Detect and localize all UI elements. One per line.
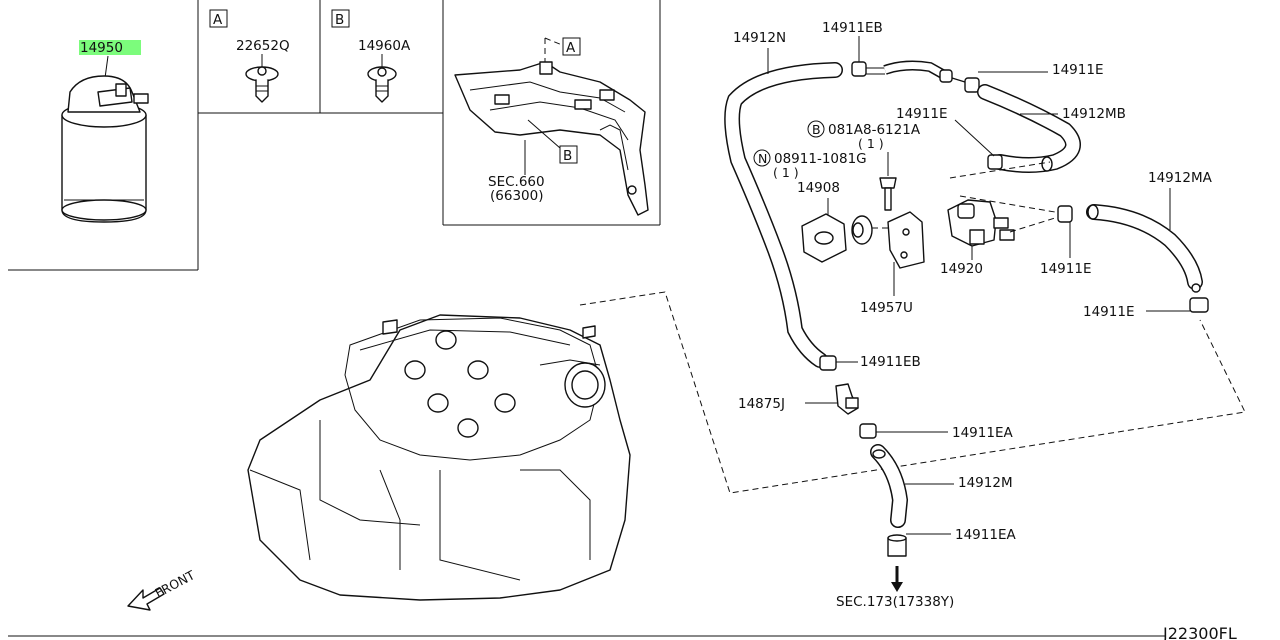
label-14912M[interactable]: 14912M <box>958 475 1013 491</box>
hose-14912n-drawing <box>724 62 843 368</box>
clip-b-part-label[interactable]: 14960A <box>358 38 411 54</box>
engine-block-drawing <box>247 314 631 601</box>
bolt-b-circle <box>807 120 825 138</box>
tag-a-letter: A <box>566 40 576 56</box>
label-14912MB[interactable]: 14912MB <box>1062 106 1126 122</box>
box-b-letter: B <box>335 12 344 28</box>
sec660-sub-label: (66300) <box>490 188 543 204</box>
diagram-code: J22300FL <box>1162 624 1237 640</box>
label-14911E-lower[interactable]: 14911E <box>1083 304 1134 320</box>
label-sec173[interactable]: SEC.173(17338Y) <box>836 594 954 610</box>
inset-frame <box>8 0 661 271</box>
dashed-harness-outline <box>579 291 1246 494</box>
bolt-b-circle-letter: B <box>812 122 821 137</box>
label-14875J[interactable]: 14875J <box>738 396 785 412</box>
canister-part-label[interactable]: 14950 <box>80 40 123 56</box>
bolt-drawing <box>879 152 897 211</box>
valve-14920-drawing <box>947 199 1015 247</box>
bracket-14957u-drawing <box>872 211 925 269</box>
label-nut-08911[interactable]: 08911-1081G <box>774 151 867 167</box>
label-bolt-081A8[interactable]: 081A8-6121A <box>828 122 921 138</box>
grommet-14908-drawing <box>801 213 847 263</box>
part-highlight <box>79 40 141 55</box>
label-14911E-right[interactable]: 14911E <box>1040 261 1091 277</box>
tag-b-letter: B <box>563 148 572 164</box>
label-14911E-mid[interactable]: 14911E <box>896 106 947 122</box>
down-arrow <box>891 566 903 592</box>
label-14911E-top[interactable]: 14911E <box>1052 62 1103 78</box>
bushing-drawing <box>851 215 873 245</box>
lower-hose-chain <box>819 355 909 557</box>
label-14957U[interactable]: 14957U <box>860 300 913 316</box>
clip-a-drawing <box>245 66 279 103</box>
label-14912MA[interactable]: 14912MA <box>1148 170 1213 186</box>
nut-n-circle-letter: N <box>758 151 767 166</box>
hose-14912ma-drawing <box>1057 204 1209 313</box>
clip-a-part-label[interactable]: 22652Q <box>236 38 290 54</box>
label-14908[interactable]: 14908 <box>797 180 840 196</box>
box-a-letter: A <box>213 12 223 28</box>
label-14920[interactable]: 14920 <box>940 261 983 277</box>
bracket-drawing <box>454 61 649 216</box>
front-label: FRONT <box>152 567 197 600</box>
canister-drawing <box>61 75 149 223</box>
box-b <box>331 9 350 28</box>
front-arrow <box>127 587 165 611</box>
nut-n-circle <box>753 149 771 167</box>
label-14912N[interactable]: 14912N <box>733 30 786 46</box>
hose-14912mb-drawing <box>977 84 1081 173</box>
label-14911EA-b[interactable]: 14911EA <box>955 527 1016 543</box>
clip-b-drawing <box>367 66 397 103</box>
sec660-label[interactable]: SEC.660 <box>488 174 545 190</box>
label-nut-qty: ( 1 ) <box>773 165 799 180</box>
tag-a-box <box>562 37 581 56</box>
valve-dashed-links <box>949 161 1056 233</box>
label-bolt-qty: ( 1 ) <box>858 136 884 151</box>
label-14911EB-top[interactable]: 14911EB <box>822 20 883 36</box>
box-a <box>209 9 228 28</box>
tag-b-box <box>559 145 578 164</box>
label-14911EB-low[interactable]: 14911EB <box>860 354 921 370</box>
top-clip-and-pipe <box>851 60 980 93</box>
label-14911EA-a[interactable]: 14911EA <box>952 425 1013 441</box>
